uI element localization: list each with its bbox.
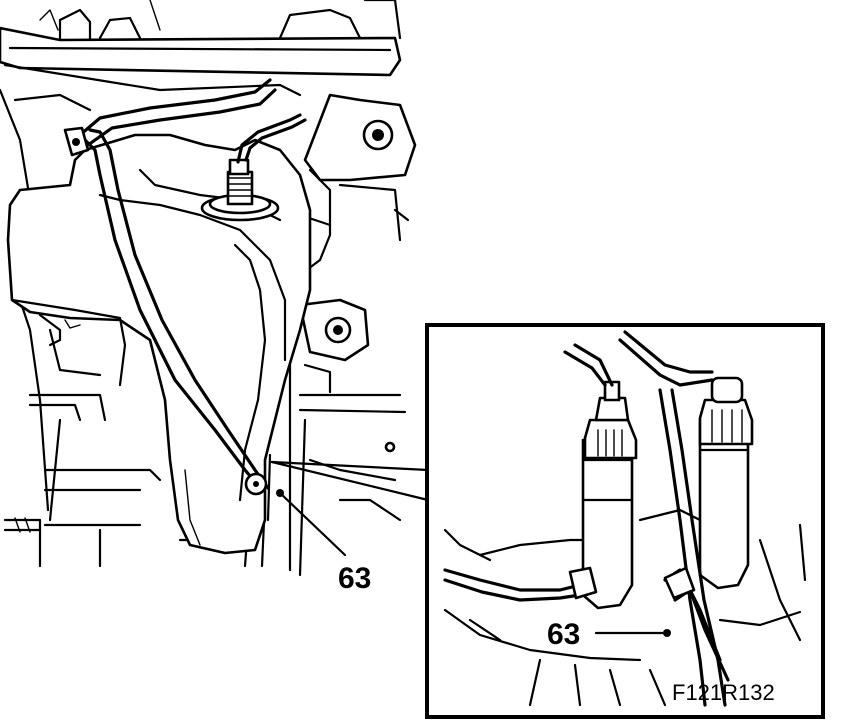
- detail-inset: 63 F121R132: [425, 323, 825, 719]
- callout-63-main: 63: [276, 489, 371, 595]
- detail-zoom-pointer: [270, 460, 430, 502]
- callout-63-label: 63: [338, 562, 371, 595]
- washer-hoses: [63, 78, 307, 496]
- reservoir-filler-neck: [200, 158, 280, 222]
- washer-fluid-reservoir: [6, 133, 312, 555]
- figure-code: F121R132: [672, 680, 775, 705]
- callout-63-detail-label: 63: [547, 618, 580, 651]
- engine-bay-structure: [0, 0, 417, 577]
